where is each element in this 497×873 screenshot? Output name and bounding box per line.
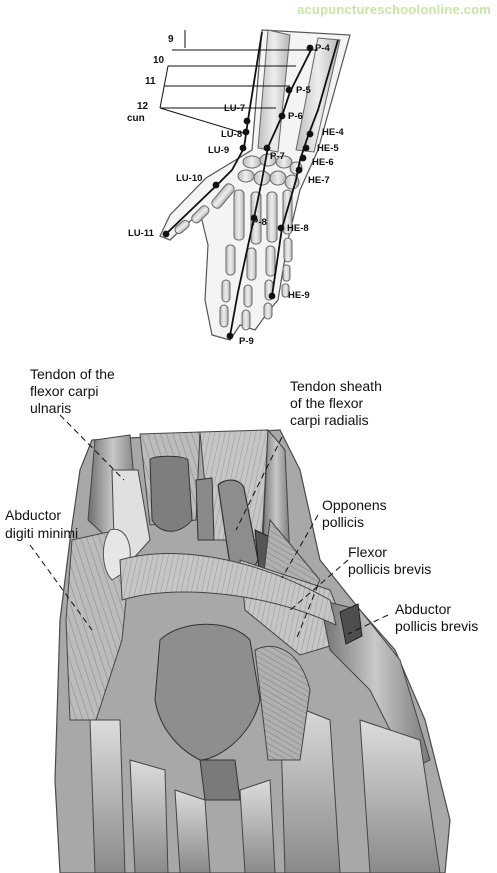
label-fcu: Tendon of the flexor carpi ulnaris bbox=[30, 366, 115, 416]
label-fcu-line-3: ulnaris bbox=[30, 400, 71, 416]
acupoints bbox=[162, 44, 314, 340]
label-LU-10: LU-10 bbox=[176, 173, 202, 184]
label-LU-11: LU-11 bbox=[128, 228, 155, 239]
lung-meridian bbox=[165, 31, 263, 235]
label-P-5: P-5 bbox=[296, 85, 312, 96]
cun-scale bbox=[159, 30, 318, 135]
finger-tendons bbox=[89, 699, 441, 873]
hand-illustration: 9 10 11 12 cun P-4 P-5 P-6 P-7 bbox=[127, 29, 351, 347]
thumb-bones bbox=[174, 183, 235, 235]
label-opp-line-1: Opponens bbox=[322, 497, 387, 513]
label-P-9: P-9 bbox=[239, 336, 254, 347]
label-HE-7: HE-7 bbox=[308, 175, 330, 186]
label-apb-line-1: Abductor bbox=[395, 601, 451, 617]
label-HE-9: HE-9 bbox=[288, 290, 310, 301]
label-fcr-line-1: Tendon sheath bbox=[290, 378, 382, 394]
label-HE-4: HE-4 bbox=[322, 127, 344, 138]
pericardium-meridian bbox=[229, 47, 313, 337]
label-fpb-line-1: Flexor bbox=[348, 544, 387, 560]
label-HE-6: HE-6 bbox=[312, 157, 334, 168]
label-fcu-line-2: flexor carpi bbox=[30, 383, 98, 399]
leader-lines bbox=[29, 414, 389, 641]
wrist-anatomy-illustration bbox=[54, 428, 451, 873]
label-adm-line-2: digiti minimi bbox=[5, 525, 78, 541]
label-P-8: P-8 bbox=[252, 217, 267, 228]
label-LU-8: LU-8 bbox=[221, 129, 242, 140]
cun-tick-12: 12 bbox=[137, 101, 149, 112]
wrist-silhouette bbox=[54, 429, 451, 873]
label-P-4: P-4 bbox=[315, 43, 331, 54]
label-fcu-line-1: Tendon of the bbox=[30, 366, 115, 382]
label-fpb-line-2: pollicis brevis bbox=[348, 561, 431, 577]
cun-tick-11: 11 bbox=[145, 76, 156, 87]
label-apb: Abductor pollicis brevis bbox=[395, 601, 478, 634]
flexor-retinaculum bbox=[119, 553, 337, 626]
label-fcr-line-3: carpi radialis bbox=[290, 412, 369, 428]
palmar-aponeurosis bbox=[154, 623, 261, 761]
label-LU-7: LU-7 bbox=[224, 103, 245, 114]
label-opp: Opponens pollicis bbox=[322, 497, 387, 530]
carpal-bones bbox=[237, 153, 303, 190]
label-apb-line-2: pollicis brevis bbox=[395, 618, 478, 634]
label-fcr: Tendon sheath of the flexor carpi radial… bbox=[290, 378, 382, 428]
radius-bone bbox=[257, 29, 291, 153]
label-fpb: Flexor pollicis brevis bbox=[348, 544, 431, 577]
label-P-7: P-7 bbox=[270, 151, 285, 162]
forearm-outline bbox=[159, 29, 351, 341]
watermark: acupunctureschoolonline.com bbox=[297, 2, 491, 17]
cun-tick-9: 9 bbox=[168, 34, 174, 45]
ulna-bone bbox=[295, 37, 341, 153]
label-adm-line-1: Abductor bbox=[5, 507, 61, 523]
label-P-6: P-6 bbox=[288, 111, 303, 122]
label-adm: Abductor digiti minimi bbox=[5, 507, 78, 541]
label-opp-line-2: pollicis bbox=[322, 514, 364, 530]
label-LU-9: LU-9 bbox=[208, 145, 229, 156]
cun-unit: cun bbox=[127, 113, 145, 124]
cun-tick-10: 10 bbox=[153, 55, 165, 66]
finger-bones bbox=[219, 189, 293, 331]
label-fcr-line-2: of the flexor bbox=[290, 395, 363, 411]
label-HE-5: HE-5 bbox=[317, 143, 339, 154]
label-HE-8: HE-8 bbox=[287, 223, 309, 234]
